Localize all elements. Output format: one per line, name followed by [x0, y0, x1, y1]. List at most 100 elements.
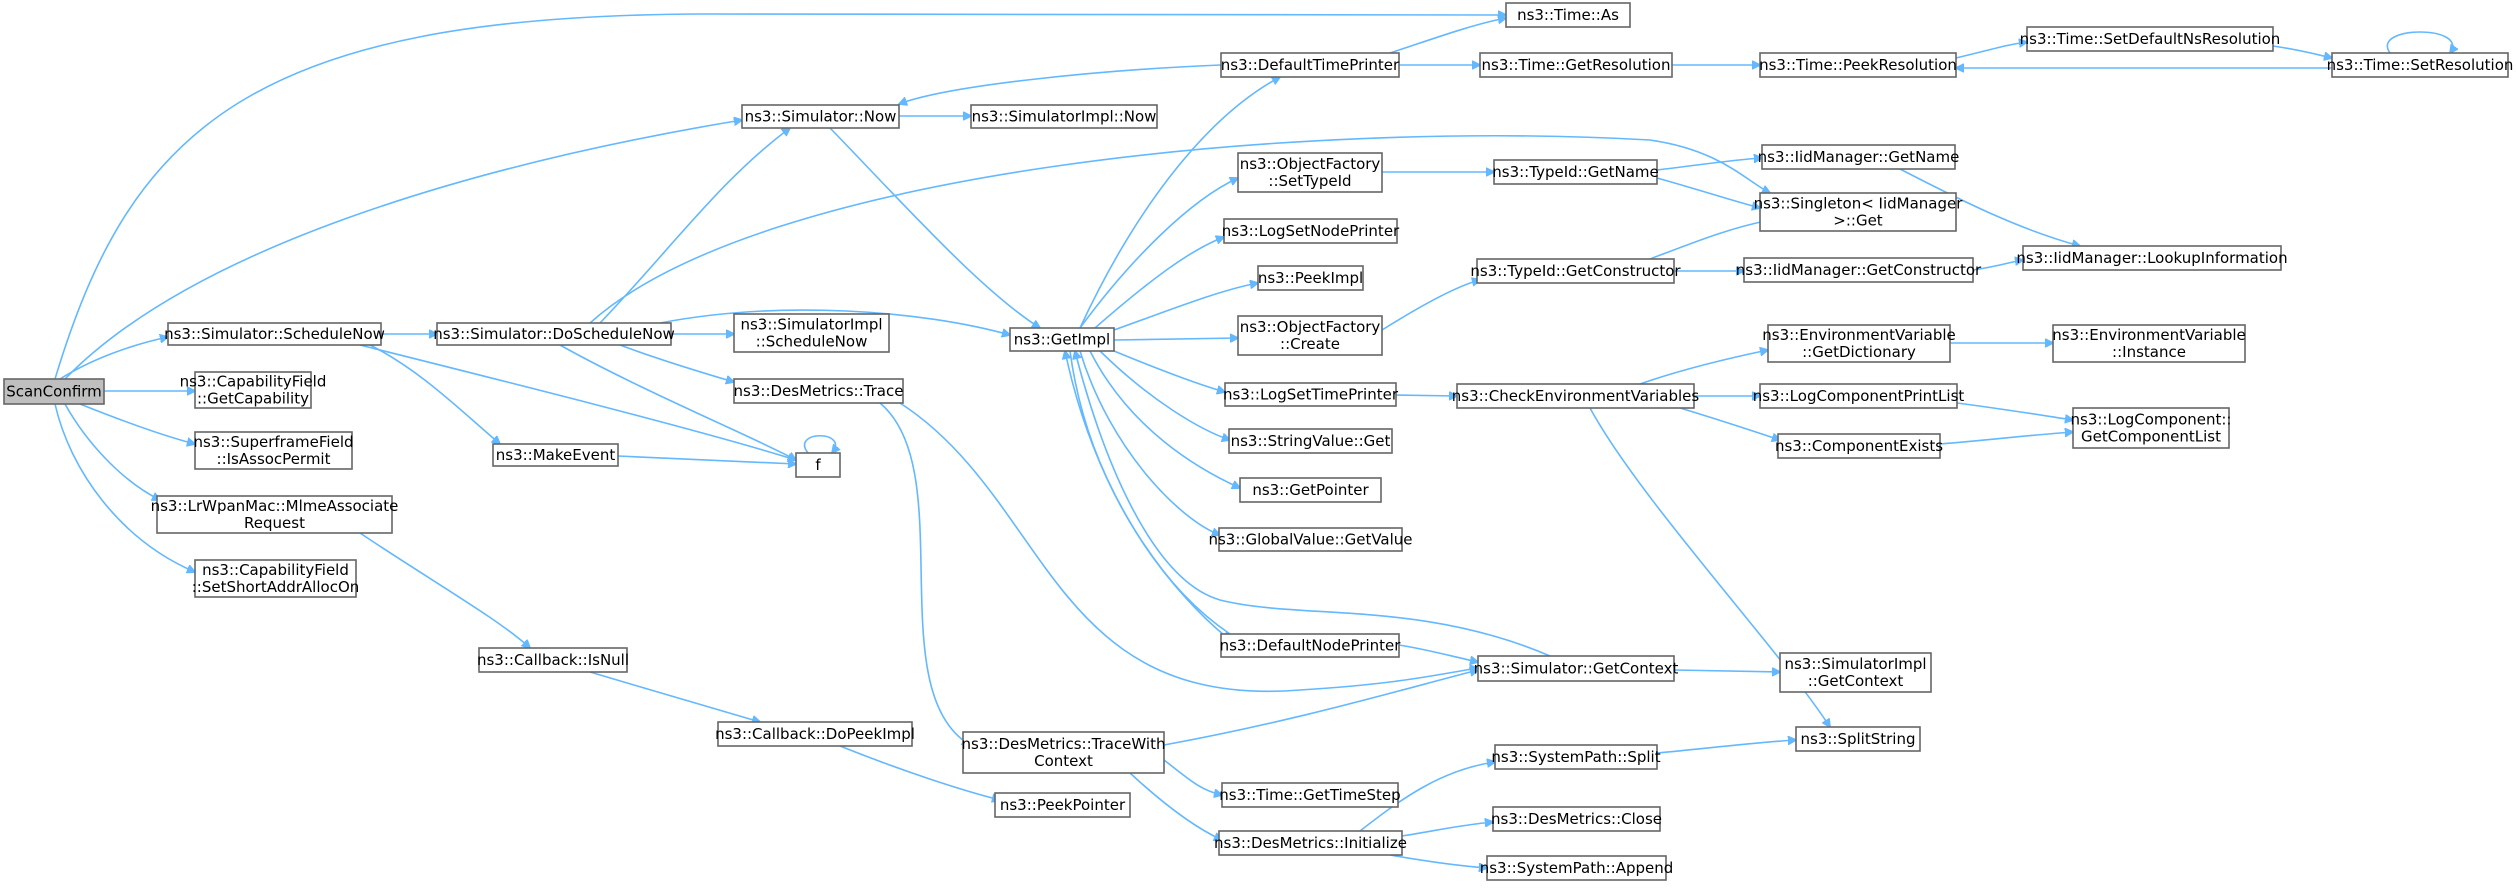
node-systempathappend[interactable]: ns3::SystemPath::Append	[1480, 855, 1674, 881]
node-f[interactable]: f	[795, 452, 841, 478]
edge-tracewithcontext-to-simgetcontext	[1163, 670, 1478, 746]
edge-timesetresolution-to-timesetresolution	[2386, 31, 2452, 53]
node-label: ns3::EnvironmentVariable	[1762, 326, 1955, 344]
node-label: ns3::Time::GetResolution	[1482, 56, 1671, 74]
node-box	[2052, 324, 2246, 363]
node-systempathsplit[interactable]: ns3::SystemPath::Split	[1491, 744, 1661, 770]
node-simnow[interactable]: ns3::Simulator::Now	[741, 104, 900, 129]
node-isassocpermit[interactable]: ns3::SuperframeField::IsAssocPermit	[193, 431, 354, 470]
node-box	[1218, 830, 1403, 856]
node-label: ns3::LrWpanMac::MlmeAssociate	[151, 497, 399, 515]
node-timeas[interactable]: ns3::Time::As	[1505, 2, 1631, 28]
node-box	[156, 495, 393, 534]
edge-iidgetname-to-iidlookupinfo	[1899, 168, 2080, 246]
node-schedulenow[interactable]: ns3::Simulator::ScheduleNow	[164, 322, 385, 346]
node-getimpl[interactable]: ns3::GetImpl	[1009, 327, 1115, 352]
node-box	[167, 322, 382, 346]
node-setshortaddr[interactable]: ns3::CapabilityField::SetShortAddrAllocO…	[192, 559, 360, 598]
node-typeidgetconstructor[interactable]: ns3::TypeId::GetConstructor	[1470, 258, 1681, 284]
node-timesetresolution[interactable]: ns3::Time::SetResolution	[2327, 52, 2514, 78]
node-timesetdefaultns[interactable]: ns3::Time::SetDefaultNsResolution	[2020, 26, 2281, 52]
node-label: ns3::EnvironmentVariable	[2052, 326, 2245, 344]
node-label: ns3::DefaultNodePrinter	[1220, 637, 1402, 655]
edge-timesetdefaultns-to-timesetresolution	[2272, 45, 2332, 58]
node-defaulttimeprinter[interactable]: ns3::DefaultTimePrinter	[1220, 52, 1400, 78]
edge-scanconfirm-to-setshortaddr	[54, 403, 195, 572]
edge-tracewithcontext-to-desmetricsinit	[1129, 772, 1222, 840]
edge-isnull-to-dopeekimpl	[589, 671, 760, 722]
node-singletonget[interactable]: ns3::Singleton< IidManager>::Get	[1754, 192, 1964, 232]
node-logsettimeprinter[interactable]: ns3::LogSetTimePrinter	[1223, 382, 1399, 407]
node-label: ::Instance	[2112, 343, 2186, 361]
node-label: ns3::LogComponent::	[2071, 411, 2232, 429]
node-box	[1505, 2, 1631, 28]
node-iidgetconstructor[interactable]: ns3::IidManager::GetConstructor	[1736, 257, 1982, 283]
node-label: ns3::TypeId::GetName	[1492, 163, 1658, 181]
edge-getimpl-to-getpointer	[1089, 350, 1240, 488]
node-objfactcreate[interactable]: ns3::ObjectFactory::Create	[1237, 315, 1383, 356]
node-peekpointer[interactable]: ns3::PeekPointer	[994, 792, 1131, 818]
node-dopeekimpl[interactable]: ns3::Callback::DoPeekImpl	[715, 721, 915, 747]
node-logsetnodeprinter[interactable]: ns3::LogSetNodePrinter	[1222, 218, 1400, 244]
node-desmetricstrace[interactable]: ns3::DesMetrics::Trace	[733, 378, 904, 404]
node-label: f	[815, 456, 821, 474]
edge-typeidgetname-to-iidgetname	[1656, 158, 1762, 171]
node-simimplschedulenow[interactable]: ns3::SimulatorImpl::ScheduleNow	[733, 313, 890, 353]
node-label: ns3::CapabilityField	[180, 373, 327, 391]
edge-checkenvvars-to-envgetdictionary	[1639, 350, 1768, 385]
node-desmetricsclose[interactable]: ns3::DesMetrics::Close	[1491, 806, 1662, 832]
node-box	[1218, 527, 1403, 552]
node-box	[1759, 52, 1957, 78]
node-makeevent[interactable]: ns3::MakeEvent	[492, 443, 619, 467]
edge-doschedulenow-to-singletonget	[589, 135, 1770, 324]
node-logcomponentgetlist[interactable]: ns3::LogComponent::GetComponentList	[2071, 407, 2232, 449]
node-iidgetname[interactable]: ns3::IidManager::GetName	[1758, 144, 1960, 170]
node-objfactsettypeid[interactable]: ns3::ObjectFactory::SetTypeId	[1237, 152, 1383, 193]
node-typeidgetname[interactable]: ns3::TypeId::GetName	[1492, 159, 1659, 185]
edges	[54, 13, 2453, 868]
node-box	[1479, 52, 1673, 78]
node-label: ns3::GetImpl	[1014, 331, 1110, 349]
edge-getimpl-to-objfactsettypeid	[1079, 178, 1238, 329]
node-stringvalueget[interactable]: ns3::StringValue::Get	[1228, 428, 1393, 454]
node-doschedulenow[interactable]: ns3::Simulator::DoScheduleNow	[433, 322, 675, 346]
node-logcomponentprintlist[interactable]: ns3::LogComponentPrintList	[1753, 383, 1965, 409]
node-desmetricsinit[interactable]: ns3::DesMetrics::Initialize	[1214, 830, 1407, 856]
node-simimplnow[interactable]: ns3::SimulatorImpl::Now	[970, 104, 1158, 129]
node-box	[492, 443, 619, 467]
node-envgetdictionary[interactable]: ns3::EnvironmentVariable::GetDictionary	[1762, 324, 1956, 363]
node-gettimestep[interactable]: ns3::Time::GetTimeStep	[1219, 782, 1401, 808]
node-peekimpl[interactable]: ns3::PeekImpl	[1257, 265, 1364, 291]
node-simgetcontext[interactable]: ns3::Simulator::GetContext	[1474, 655, 1679, 682]
edge-mlmeassociate-to-isnull	[359, 532, 530, 648]
node-timegetresolution[interactable]: ns3::Time::GetResolution	[1479, 52, 1673, 78]
node-label: ns3::Time::GetTimeStep	[1219, 786, 1400, 804]
edge-typeidgetconstructor-to-singletonget	[1649, 220, 1770, 260]
node-label: ::SetTypeId	[1268, 172, 1351, 190]
node-box	[1779, 652, 1932, 693]
node-box	[2331, 52, 2509, 78]
node-envinstance[interactable]: ns3::EnvironmentVariable::Instance	[2052, 324, 2246, 363]
node-getcapability[interactable]: ns3::CapabilityField::GetCapability	[180, 371, 327, 409]
node-globalvaluegetvalue[interactable]: ns3::GlobalValue::GetValue	[1208, 527, 1413, 552]
node-iidlookupinfo[interactable]: ns3::IidManager::LookupInformation	[2016, 245, 2288, 271]
node-box	[1223, 218, 1398, 244]
node-checkenvvars[interactable]: ns3::CheckEnvironmentVariables	[1452, 383, 1700, 409]
node-componentexists[interactable]: ns3::ComponentExists	[1775, 433, 1943, 459]
node-timepeekresolution[interactable]: ns3::Time::PeekResolution	[1759, 52, 1957, 78]
node-splitstring[interactable]: ns3::SplitString	[1795, 726, 1921, 752]
node-label: ns3::StringValue::Get	[1231, 432, 1391, 450]
node-simimplgetcontext[interactable]: ns3::SimulatorImpl::GetContext	[1779, 652, 1932, 693]
node-label: GetComponentList	[2081, 428, 2221, 446]
node-label: ns3::Simulator::GetContext	[1474, 660, 1679, 678]
node-box	[1456, 383, 1695, 409]
node-defaultnodeprinter[interactable]: ns3::DefaultNodePrinter	[1220, 633, 1402, 658]
node-box	[1237, 315, 1383, 356]
node-isnull[interactable]: ns3::Callback::IsNull	[477, 647, 629, 673]
node-scanconfirm[interactable]: ScanConfirm	[3, 378, 105, 405]
node-box	[733, 378, 904, 404]
node-label: ::IsAssocPermit	[217, 450, 331, 468]
node-getpointer[interactable]: ns3::GetPointer	[1239, 477, 1382, 503]
